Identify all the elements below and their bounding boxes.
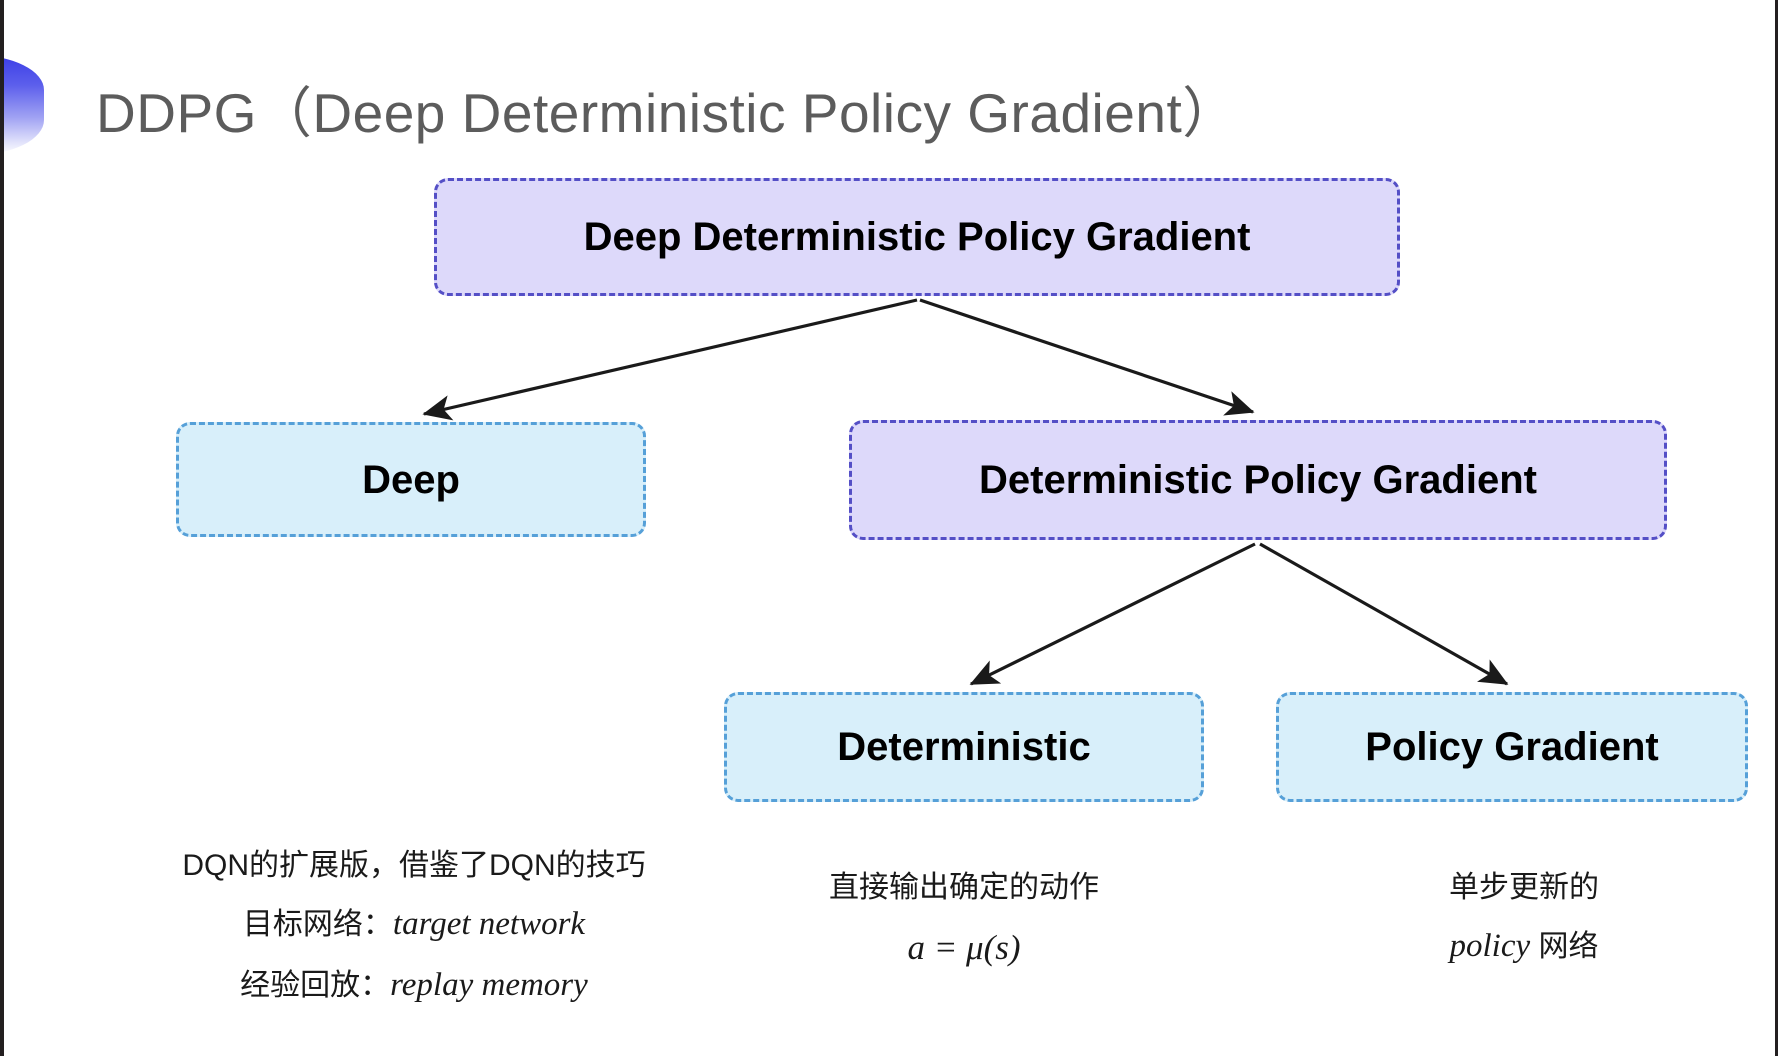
edge-root-to-deep <box>422 298 918 421</box>
node-deep[interactable]: Deep <box>176 422 646 537</box>
node-deterministic[interactable]: Deterministic <box>724 692 1204 802</box>
node-deterministic-policy-gradient[interactable]: Deterministic Policy Gradient <box>849 420 1667 540</box>
node-label: Deterministic Policy Gradient <box>979 458 1537 502</box>
note-center-formula: a = μ(s) <box>907 927 1021 967</box>
note-left-line-3-label: 经验回放： <box>240 968 391 1002</box>
page-title: DDPG（Deep Deterministic Policy Gradient） <box>96 82 1238 144</box>
note-left-line-2-term: target network <box>392 905 586 942</box>
edge-root-to-dpg <box>919 298 1255 416</box>
note-deterministic: 直接输出确定的动作 a = μ(s) <box>794 860 1134 980</box>
note-right-line-2-suffix: 网络 <box>1530 929 1599 963</box>
note-left-line-1: DQN的扩展版，借鉴了DQN的技巧 <box>182 849 646 882</box>
edge-dpg-to-policy-gradient <box>1259 542 1509 686</box>
node-deep-deterministic-policy-gradient[interactable]: Deep Deterministic Policy Gradient <box>434 178 1400 296</box>
note-policy-gradient: 单步更新的 policy 网络 <box>1374 860 1674 977</box>
note-deep: DQN的扩展版，借鉴了DQN的技巧 目标网络：target network 经验… <box>154 838 674 1016</box>
note-right-line-2: policy 网络 <box>1374 916 1674 977</box>
node-label: Deep <box>362 457 460 502</box>
note-left-line-2: 目标网络：target network <box>154 894 674 955</box>
note-left-line-3-term: replay memory <box>390 966 588 1003</box>
node-label: Deterministic <box>837 725 1091 769</box>
title-decoration-icon <box>4 55 44 155</box>
note-right-line-2-term: policy <box>1449 927 1531 964</box>
note-left-line-3: 经验回放：replay memory <box>154 955 674 1016</box>
edge-dpg-to-deterministic <box>969 542 1256 686</box>
node-policy-gradient[interactable]: Policy Gradient <box>1276 692 1748 802</box>
note-center-line-1: 直接输出确定的动作 <box>829 871 1099 904</box>
node-label: Policy Gradient <box>1365 725 1659 769</box>
node-label: Deep Deterministic Policy Gradient <box>583 215 1251 259</box>
note-left-line-2-label: 目标网络： <box>242 907 393 941</box>
note-right-line-1: 单步更新的 <box>1449 871 1599 904</box>
